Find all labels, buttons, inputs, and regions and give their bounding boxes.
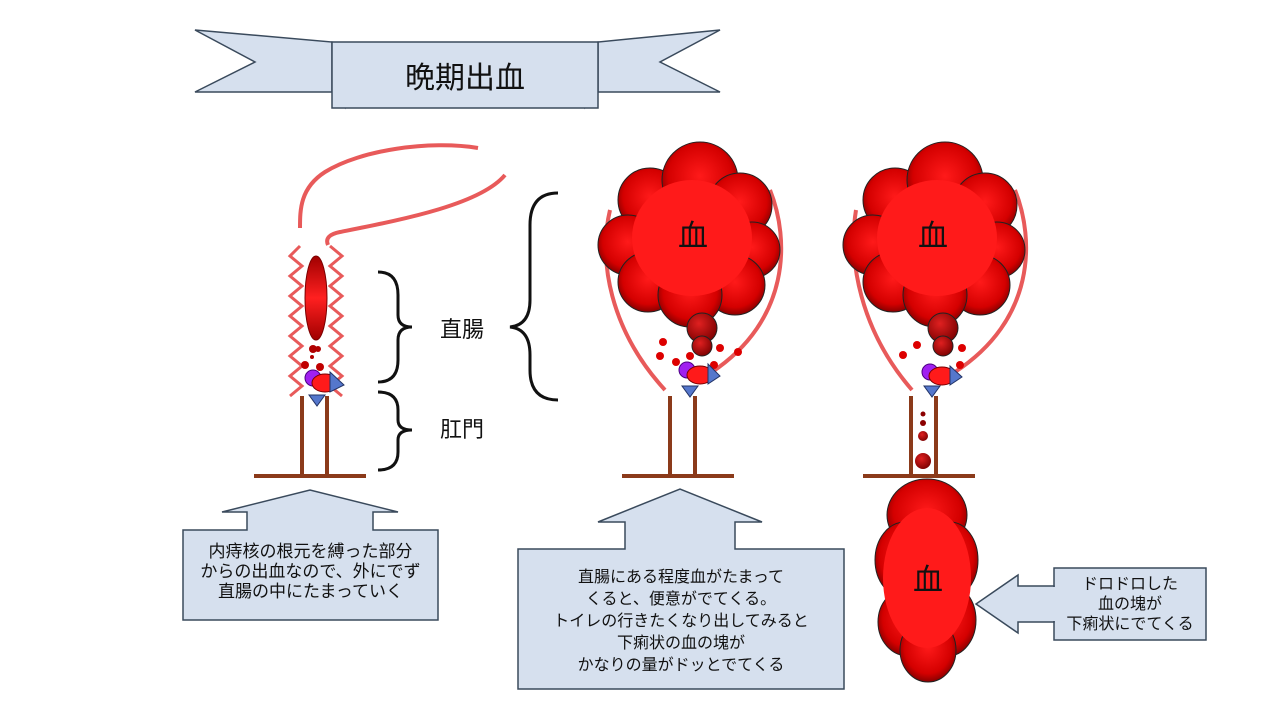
anus-brace xyxy=(377,390,413,472)
banner-center xyxy=(331,41,599,109)
blood-drop xyxy=(310,355,314,359)
blood-drop xyxy=(309,345,317,353)
ligated-hemorrhoid xyxy=(304,369,345,407)
blood-drop xyxy=(913,341,921,349)
blood-drop xyxy=(958,344,966,352)
rectum-wall-upper xyxy=(298,143,479,229)
callout-middle-text: 直腸にある程度血がたまって くると、便意がでてくる。 トイレの行きたくなり出して… xyxy=(518,566,844,676)
banner-right-ribbon xyxy=(597,29,721,93)
panel-rectum-hemorrhoid xyxy=(254,143,507,478)
ligation-tag xyxy=(308,394,326,407)
rectum-folds-right xyxy=(327,244,345,398)
panel-blood-accumulated: 血 xyxy=(597,141,784,478)
callout-middle-line: かなりの量がドッとでてくる xyxy=(577,655,785,674)
rectum-wall-upper-inner xyxy=(325,173,507,246)
blood-drop xyxy=(656,352,664,360)
rectum-brace-large xyxy=(509,191,559,402)
ligated-hemorrhoid xyxy=(921,363,963,398)
callout-left-line: からの出血なので、外にでず xyxy=(200,562,421,582)
page-title: 晩期出血 xyxy=(405,61,525,96)
callout-left-line: 内痔核の根元を縛った部分 xyxy=(208,542,413,562)
blood-drop xyxy=(686,352,694,360)
blood-drop xyxy=(956,361,964,369)
ligated-hemorrhoid xyxy=(678,361,721,398)
callout-middle-shape xyxy=(517,488,845,690)
blood-drop xyxy=(301,361,309,369)
ligation-tag xyxy=(949,364,963,386)
blood-label: 血 xyxy=(678,219,708,254)
blood-drop xyxy=(710,361,718,369)
blood-clot-mass: 血 xyxy=(597,141,781,357)
blood-drop-falling xyxy=(920,420,926,426)
callout-middle-line: くると、便意がでてくる。 xyxy=(585,589,777,608)
blood-label: 血 xyxy=(913,563,943,598)
rectum-label: 直腸 xyxy=(440,318,484,343)
hemorrhoid-bleeding xyxy=(304,255,328,341)
rectum-wall-right xyxy=(953,189,1029,374)
ligation-tag xyxy=(923,385,941,398)
blood-drop xyxy=(716,344,724,352)
callout-right-line: 下痢状にでてくる xyxy=(1066,614,1194,633)
blood-drop-falling xyxy=(918,431,928,441)
callout-middle-line: トイレの行きたくなり出してみると xyxy=(553,611,809,630)
blood-clot-mass: 血 xyxy=(842,141,1026,357)
blood-drop-falling xyxy=(915,453,931,469)
anus-label: 肛門 xyxy=(440,418,484,443)
ligation-tag xyxy=(707,362,721,385)
callout-right-line: 血の塊が xyxy=(1097,594,1162,613)
title-banner: 晩期出血 xyxy=(194,29,721,110)
anatomy-braces: 直腸 肛門 xyxy=(377,191,559,472)
rectum-folds-left xyxy=(287,244,305,398)
callout-right-line: ドロドロした xyxy=(1081,574,1178,593)
callout-right-text: ドロドロした 血の塊が 下痢状にでてくる xyxy=(1054,574,1206,634)
blood-drop xyxy=(734,348,742,356)
blood-drop xyxy=(672,358,680,366)
blood-drop xyxy=(659,338,667,346)
callout-middle-line: 下痢状の血の塊が xyxy=(616,633,745,652)
ligation-tag xyxy=(329,370,345,393)
callout-right-shape xyxy=(974,567,1207,641)
banner-left-ribbon xyxy=(194,29,333,93)
panel-blood-expelled: 血 血 xyxy=(842,141,1029,683)
rectum-brace xyxy=(377,270,413,384)
callout-middle-line: 直腸にある程度血がたまって xyxy=(577,567,785,586)
blood-drop xyxy=(316,363,324,371)
blood-drop-falling xyxy=(920,411,926,417)
callout-left-shape xyxy=(182,489,439,621)
callout-left-text: 内痔核の根元を縛った部分 からの出血なので、外にでず 直腸の中にたまっていく xyxy=(183,542,438,602)
blood-drop xyxy=(899,351,907,359)
blood-label: 血 xyxy=(918,219,948,254)
expelled-blood-clot: 血 xyxy=(874,478,979,683)
blood-drop xyxy=(315,346,321,352)
ligation-tag xyxy=(681,385,699,398)
callout-left-line: 直腸の中にたまっていく xyxy=(218,582,403,602)
